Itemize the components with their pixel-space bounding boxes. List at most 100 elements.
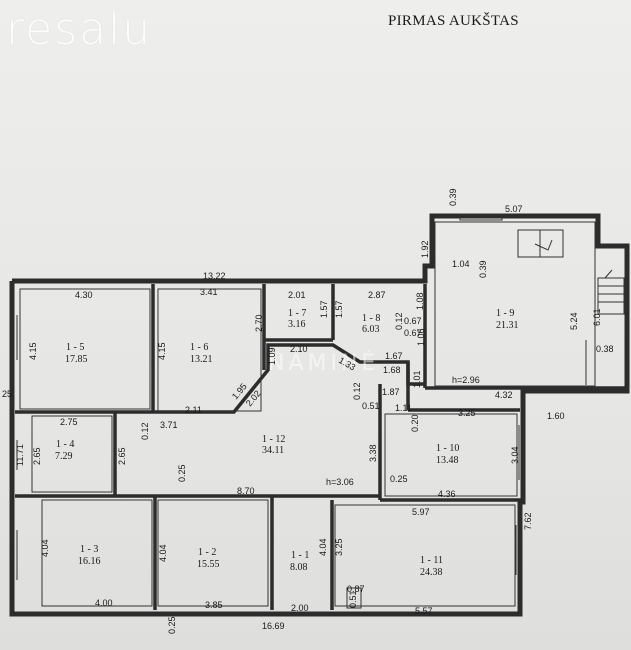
plan-label: 4.04 bbox=[318, 538, 328, 556]
plan-label: 4.04 bbox=[158, 544, 168, 562]
plan-label: 21.31 bbox=[496, 320, 519, 331]
plan-label: 24.38 bbox=[420, 567, 443, 578]
plan-label: 7.29 bbox=[55, 451, 73, 462]
plan-label: 0.25 bbox=[390, 474, 408, 484]
plan-label: 1 - 9 bbox=[496, 308, 514, 319]
plan-label: 0.25 bbox=[177, 464, 187, 482]
height-label-1: h=2.96 bbox=[452, 375, 480, 385]
plan-label: 7.62 bbox=[523, 512, 533, 530]
plan-label: 3.38 bbox=[368, 444, 378, 462]
plan-label: 5.57 bbox=[415, 606, 433, 616]
room-label-1-2: 1 - 215.55 bbox=[197, 547, 220, 570]
plan-label: 1.01 bbox=[412, 370, 422, 388]
plan-label: 3.04 bbox=[510, 446, 520, 464]
plan-label: 15.55 bbox=[197, 559, 220, 570]
plan-label: 1.57 bbox=[319, 300, 329, 318]
plan-label: 1 - 12 bbox=[262, 434, 285, 445]
plan-label: 0.67 bbox=[404, 328, 422, 338]
plan-label: 2.65 bbox=[32, 447, 42, 465]
plan-label: 1.09 bbox=[267, 347, 277, 365]
plan-label: 0.12 bbox=[140, 422, 150, 440]
plan-label: 5.97 bbox=[412, 507, 430, 517]
room-label-1-7: 1 - 73.16 bbox=[288, 308, 306, 330]
plan-label: 0.39 bbox=[478, 260, 488, 278]
plan-label: 13.48 bbox=[436, 455, 459, 466]
plan-label: 2.70 bbox=[254, 314, 264, 332]
plan-label: 4.32 bbox=[495, 390, 513, 400]
plan-label: 16.16 bbox=[78, 556, 101, 567]
plan-label: 1 - 3 bbox=[80, 544, 98, 555]
plan-label: 2.11 bbox=[185, 405, 202, 415]
plan-label: 4.30 bbox=[75, 290, 93, 300]
plan-label: 3.25 bbox=[334, 538, 344, 556]
plan-label: 2.01 bbox=[288, 290, 306, 300]
plan-label: 34.11 bbox=[262, 445, 284, 456]
plan-label: 11.71 bbox=[15, 444, 25, 466]
plan-label: 17.85 bbox=[65, 354, 88, 365]
plan-label: 1.11 bbox=[395, 403, 412, 413]
plan-label: 0.12 bbox=[394, 312, 404, 330]
plan-label: 1 - 7 bbox=[288, 308, 306, 319]
plan-label: 1 - 5 bbox=[66, 342, 84, 353]
room-label-1-1: 1 - 18.08 bbox=[290, 550, 309, 573]
resalu-logo: resalu bbox=[6, 4, 153, 55]
plan-label: 4.00 bbox=[95, 598, 113, 608]
plan-label: 0.39 bbox=[448, 188, 458, 206]
plan-label: 1.04 bbox=[452, 259, 470, 269]
plan-label: 8.70 bbox=[237, 486, 255, 496]
plan-label: 25 bbox=[2, 389, 12, 399]
plan-label: 2.00 bbox=[291, 603, 309, 613]
plan-label: 1 - 11 bbox=[420, 555, 443, 566]
plan-label: 3.85 bbox=[205, 600, 223, 610]
plan-label: 1.67 bbox=[385, 351, 403, 361]
plan-label: 6.01 bbox=[592, 308, 602, 326]
plan-label: 1 - 10 bbox=[436, 443, 459, 454]
plan-label: 3.25 bbox=[458, 408, 476, 418]
plan-label: 5.07 bbox=[505, 204, 523, 214]
plan-label: 1.33 bbox=[337, 355, 357, 372]
watermark-text: NAMINĖ bbox=[268, 350, 379, 376]
plan-label: 1.08 bbox=[415, 292, 425, 310]
plan-label: 4.15 bbox=[28, 342, 38, 360]
plan-label: 0.51 bbox=[348, 590, 358, 608]
room-label-1-3: 1 - 316.16 bbox=[78, 544, 101, 567]
plan-label: 3.71 bbox=[160, 420, 178, 430]
plan-label: 0.67 bbox=[404, 316, 422, 326]
plan-label: 0.20 bbox=[410, 414, 420, 432]
plan-label: 8.08 bbox=[290, 562, 308, 573]
room-label-1-5: 1 - 517.85 bbox=[65, 342, 88, 365]
plan-label: 5.24 bbox=[569, 312, 579, 330]
room-label-1-9: 1 - 921.31 bbox=[496, 308, 519, 331]
plan-label: 1 - 6 bbox=[190, 342, 208, 353]
plan-label: 1 - 1 bbox=[291, 550, 309, 561]
plan-label: 1.92 bbox=[420, 240, 430, 258]
plan-label: 0.25 bbox=[167, 616, 177, 634]
plan-label: 2.10 bbox=[290, 344, 308, 354]
room-label-1-8: 1 - 86.03 bbox=[362, 313, 380, 335]
plan-label: 4.15 bbox=[157, 342, 167, 360]
plan-label: 16.69 bbox=[262, 621, 285, 631]
plan-label: 0.51 bbox=[362, 401, 380, 411]
plan-label: 13.22 bbox=[203, 271, 226, 281]
plan-label: 0.12 bbox=[352, 382, 362, 400]
plan-label: 4.04 bbox=[40, 539, 50, 557]
plan-label: 4.36 bbox=[438, 489, 456, 499]
stair-rect bbox=[597, 277, 625, 315]
plan-label: 0.87 bbox=[347, 584, 365, 594]
plan-label: 6.03 bbox=[362, 324, 380, 335]
plan-label: 1.87 bbox=[382, 387, 400, 397]
room-label-1-4: 1 - 47.29 bbox=[55, 439, 74, 462]
plan-label: 1.68 bbox=[383, 365, 401, 375]
dimension-labels: 13.22 4.30 3.41 2.01 2.87 5.07 0.39 1.92… bbox=[2, 188, 614, 634]
plan-label: 2.87 bbox=[368, 290, 386, 300]
plan-label: 1.57 bbox=[334, 300, 344, 318]
plan-label: 3.16 bbox=[288, 319, 306, 330]
plan-label: 1.60 bbox=[547, 411, 565, 421]
height-label-2: h=3.06 bbox=[326, 477, 354, 487]
room-label-1-6: 1 - 613.21 bbox=[190, 342, 213, 365]
plan-label: 0.38 bbox=[596, 344, 614, 354]
